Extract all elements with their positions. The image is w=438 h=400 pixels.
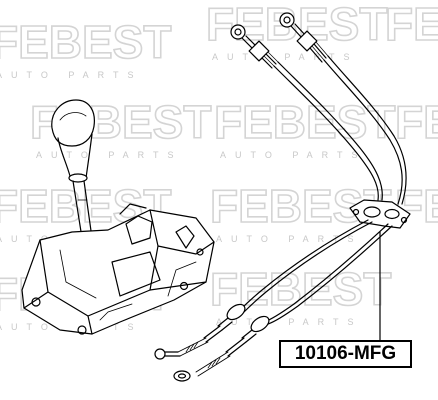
cable-end-lower-left bbox=[154, 303, 246, 360]
cable-bracket bbox=[349, 199, 411, 229]
svg-text:AUTO PARTS: AUTO PARTS bbox=[212, 52, 359, 62]
svg-text:AUTO PARTS: AUTO PARTS bbox=[216, 317, 363, 327]
shift-cable-lower bbox=[239, 219, 393, 325]
watermark-4: FEBEST AUTO PARTS bbox=[213, 95, 396, 160]
svg-text:FEBEST: FEBEST bbox=[385, 0, 438, 50]
part-number-label: 10106-MFG bbox=[279, 340, 412, 368]
shifter-housing bbox=[21, 203, 215, 335]
shift-cable-upper bbox=[273, 55, 407, 205]
svg-text:FEBEST: FEBEST bbox=[0, 16, 171, 68]
cable-end-lower-right bbox=[173, 315, 270, 382]
svg-text:AUTO PARTS: AUTO PARTS bbox=[36, 150, 183, 160]
shift-knob bbox=[51, 99, 95, 183]
shift-lever bbox=[72, 180, 93, 239]
svg-text:AUTO PARTS: AUTO PARTS bbox=[220, 150, 367, 160]
watermark-1: FEBEST AUTO PARTS bbox=[0, 15, 172, 80]
cable-end-upper-right bbox=[279, 12, 329, 63]
svg-text:AUTO PARTS: AUTO PARTS bbox=[0, 70, 143, 80]
cable-end-upper-left bbox=[230, 24, 279, 69]
svg-text:FEBEST: FEBEST bbox=[214, 96, 395, 148]
svg-text:FEBEST: FEBEST bbox=[395, 96, 438, 148]
svg-text:AUTO PARTS: AUTO PARTS bbox=[216, 234, 363, 244]
